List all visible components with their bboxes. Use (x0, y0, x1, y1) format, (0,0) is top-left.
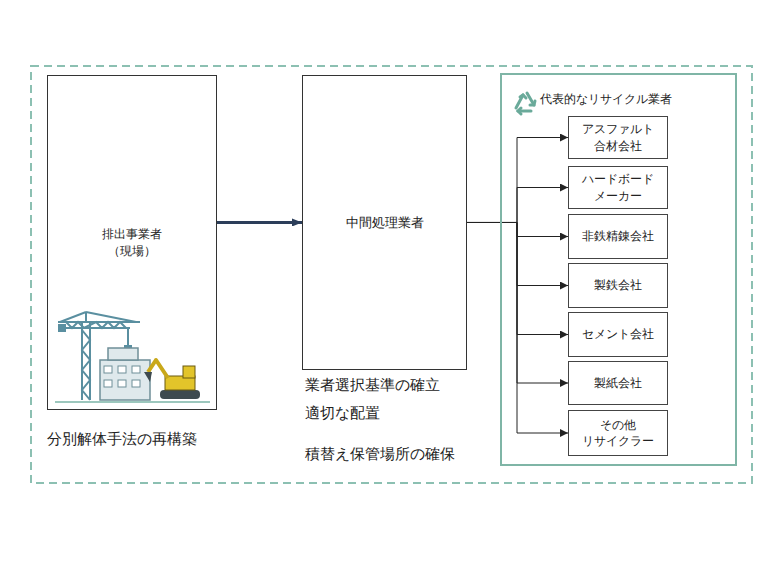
node-label: アスファルト 合材会社 (579, 121, 657, 153)
node-label: ハードボード メーカー (579, 171, 657, 203)
node-label: その他 リサイクラー (579, 417, 657, 449)
note-label: 適切な配置 (305, 404, 380, 423)
recycler-box: 製鉄会社 (568, 263, 668, 308)
node-label: 排出事業者 （現場） (93, 226, 171, 258)
connector (467, 188, 568, 223)
recycler-box: セメント会社 (568, 312, 668, 357)
node-label: 非鉄精錬会社 (582, 228, 654, 244)
node-label: 中間処理業者 (346, 214, 424, 232)
connector (467, 222, 568, 433)
node-label: 製紙会社 (594, 375, 642, 391)
node-label: 製鉄会社 (594, 277, 642, 293)
note-label: 分別解体手法の再構築 (47, 430, 197, 449)
recycle-icon (516, 93, 535, 114)
recycler-box: アスファルト 合材会社 (568, 116, 668, 159)
connector (467, 138, 568, 223)
process-box: 中間処理業者 (302, 75, 467, 370)
outer-dashed-frame (31, 66, 752, 483)
connector (217, 221, 302, 224)
recycler-box: その他 リサイクラー (568, 410, 668, 456)
recycler-box: ハードボード メーカー (568, 166, 668, 209)
note-label: 積替え保管場所の確保 (305, 445, 455, 464)
source-box: 排出事業者 （現場） (47, 75, 217, 410)
construction-illustration (55, 312, 210, 402)
group-panel: 代表的なリサイクル業者アスファルト 合材会社ハードボード メーカー非鉄精錬会社製… (500, 73, 737, 466)
note-label: 業者選択基準の確立 (305, 376, 440, 395)
recycler-box: 製紙会社 (568, 361, 668, 405)
panel-heading: 代表的なリサイクル業者 (540, 91, 672, 107)
recycler-box: 非鉄精錬会社 (568, 214, 668, 259)
node-label: セメント会社 (582, 326, 654, 342)
excavator (144, 360, 200, 399)
